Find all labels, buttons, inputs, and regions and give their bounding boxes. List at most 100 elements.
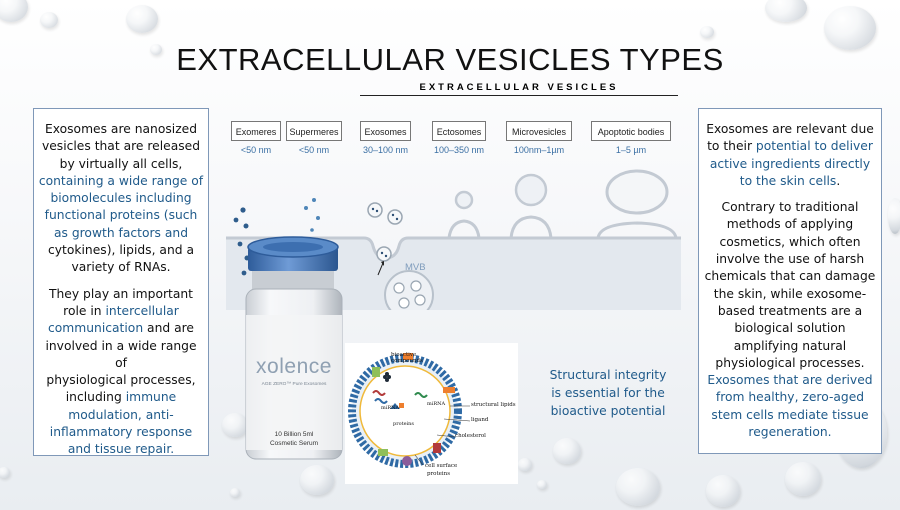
text-line: physiological processes,: [46, 373, 196, 388]
water-drop-decoration: [0, 467, 10, 478]
water-drop-decoration: [126, 5, 158, 33]
text-line: functional proteins (such: [44, 208, 198, 223]
vial-subtitle: AGE ZERO™ Pure Exosomes: [261, 382, 327, 387]
highlight-span: to the skin cells: [739, 173, 837, 188]
text-span: and are: [143, 321, 194, 336]
water-drop-decoration: [616, 468, 660, 506]
ev-size-exomeres: <50 nm: [240, 145, 272, 155]
text-line: to the skin cells.: [703, 173, 877, 190]
vial-label-line2: Cosmetic Serum: [269, 440, 319, 447]
label-cell-surface-proteins: proteins: [427, 471, 451, 477]
text-span: to their: [707, 139, 756, 154]
text-line: methods of applying: [726, 217, 854, 232]
text-line: active ingredients directly: [703, 156, 877, 173]
text-line: biological solution: [734, 321, 846, 336]
text-line: variety of RNAs.: [71, 260, 171, 275]
label-cell-surface: cell surface: [425, 463, 458, 469]
text-line: containing a wide range of: [38, 173, 204, 188]
ev-size-apoptotic-bodies: 1–5 µm: [615, 145, 647, 155]
text-span: including: [65, 390, 126, 405]
text-line: Exosomes that are derived: [707, 373, 873, 388]
ev-diagram-header: EXTRACELLULAR VESICLES: [360, 82, 678, 96]
traditional-methods-paragraph: Contrary to traditional methods of applyi…: [703, 199, 877, 372]
water-drop-decoration: [230, 488, 240, 497]
caption-line: Structural integrity: [549, 368, 667, 382]
water-drop-decoration: [706, 475, 740, 507]
water-drop-decoration: [150, 44, 162, 55]
text-line: chemicals that can damage: [704, 269, 876, 284]
exosome-structure-diagram: bioactive compounds miRNA miRNA proteins…: [345, 343, 518, 484]
ev-type-supermeres: Supermeres: [286, 121, 342, 141]
mvb-label: MVB: [405, 262, 426, 273]
text-span: .: [836, 173, 841, 188]
text-line: based treatments are a: [717, 303, 863, 318]
text-line: amplifying natural: [733, 338, 847, 353]
water-drop-decoration: [222, 413, 248, 437]
text-line: cosmetics, which often: [719, 234, 861, 249]
text-line: including immune: [38, 389, 204, 406]
highlight-span: active ingredients directly: [709, 156, 871, 171]
ev-size-microvesicles: 100nm–1µm: [513, 145, 565, 155]
ev-type-exomeres: Exomeres: [231, 121, 281, 141]
text-line: biomolecules including: [50, 191, 192, 206]
label-mirna-1: miRNA: [381, 405, 400, 411]
text-line: Exosomes are relevant due: [703, 121, 877, 138]
highlight-span: intercellular: [105, 303, 179, 318]
label-proteins: proteins: [393, 421, 414, 427]
text-line: vesicles that are released: [41, 139, 201, 154]
label-cholesterol: cholesterol: [455, 433, 486, 439]
ev-header-label: EXTRACELLULAR VESICLES: [419, 82, 619, 93]
ev-type-ectosomes: Ectosomes: [432, 121, 486, 141]
right-text-panel: Exosomes are relevant due to their potent…: [698, 108, 882, 454]
text-line: from healthy, zero-aged: [715, 390, 865, 405]
water-drop-decoration: [888, 198, 900, 234]
text-line: involve the use of harsh: [715, 252, 865, 267]
vial-brand-logo: xolence: [256, 355, 332, 378]
water-drop-decoration: [537, 480, 547, 489]
exosome-role-paragraph: They play an important role in intercellu…: [38, 286, 204, 459]
page-title: EXTRACELLULAR VESICLES TYPES: [176, 42, 724, 77]
text-line: physiological processes.: [715, 355, 865, 370]
text-line: Exosomes are nanosized: [44, 122, 198, 136]
exosome-definition-paragraph: Exosomes are nanosized vesicles that are …: [38, 121, 204, 277]
text-line: and tissue repair.: [67, 442, 175, 457]
exosome-relevance-paragraph: Exosomes are relevant due to their potent…: [703, 121, 877, 190]
text-line: regeneration.: [748, 425, 832, 440]
water-drop-decoration: [0, 0, 28, 22]
ev-size-exosomes: 30–100 nm: [362, 145, 409, 155]
text-line: modulation, anti-: [68, 407, 174, 422]
water-drop-decoration: [785, 462, 821, 496]
text-span: Exosomes are relevant due: [706, 122, 874, 136]
ev-size-ectosomes: 100–350 nm: [433, 145, 485, 155]
text-line: inflammatory response: [49, 425, 193, 440]
highlight-span: potential to deliver: [755, 139, 873, 154]
ev-type-apoptotic-bodies: Apoptotic bodies: [591, 121, 671, 141]
text-line: by virtually all cells,: [59, 156, 183, 171]
text-line: involved in a wide range of: [45, 338, 197, 370]
label-mirna-2: miRNA: [427, 401, 446, 407]
stem-cell-paragraph: Exosomes that are derived from healthy, z…: [703, 372, 877, 441]
water-drop-decoration: [518, 458, 532, 471]
label-ligand: ligand: [471, 417, 489, 423]
label-bioactive-compounds: bioactive compounds: [391, 352, 423, 364]
text-line: the skin, while exosome-: [713, 286, 867, 301]
apoptotic-body: [605, 169, 669, 215]
water-drop-decoration: [300, 465, 334, 495]
ev-size-supermeres: <50 nm: [298, 145, 330, 155]
text-span: role in: [63, 303, 106, 318]
text-line: They play an important: [49, 286, 193, 301]
ev-type-microvesicles: Microvesicles: [506, 121, 572, 141]
caption-line: is essential for the: [551, 386, 665, 400]
text-line: communication and are: [38, 320, 204, 337]
text-line: stem cells mediate tissue: [711, 407, 869, 422]
text-line: as growth factors and: [53, 225, 189, 240]
text-line: Contrary to traditional: [721, 200, 859, 215]
water-drop-decoration: [40, 12, 58, 28]
water-drop-decoration: [553, 438, 581, 464]
highlight-span: communication: [48, 321, 144, 336]
left-text-panel: Exosomes are nanosized vesicles that are …: [33, 108, 209, 456]
water-drop-decoration: [765, 0, 807, 22]
highlight-span: immune: [125, 390, 177, 405]
caption-line: bioactive potential: [550, 404, 666, 418]
